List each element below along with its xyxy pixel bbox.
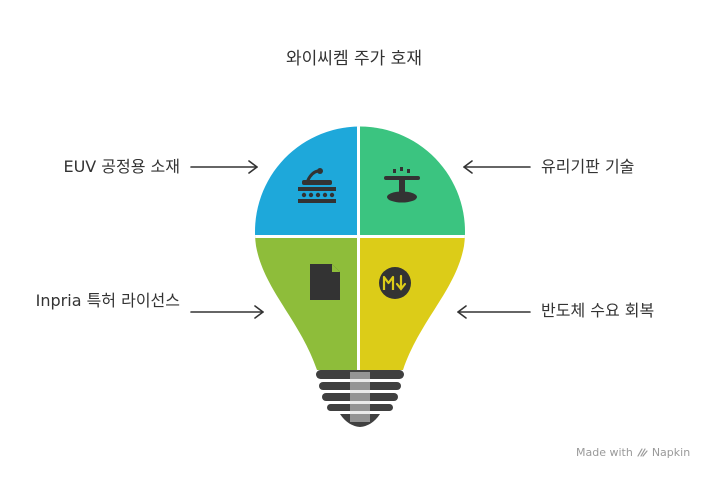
arrow-bottom-right — [458, 306, 530, 318]
arrow-top-left — [191, 161, 257, 173]
quadrant-bottom-right — [360, 236, 480, 386]
watermark[interactable]: Made with Napkin — [576, 446, 690, 459]
watermark-text: Made with — [576, 446, 633, 459]
label-semiconductor-recovery: 반도체 수요 회복 — [541, 300, 654, 322]
markdown-down-icon — [379, 267, 411, 299]
label-glass-substrate: 유리기판 기술 — [541, 156, 634, 178]
label-euv-material: EUV 공정용 소재 — [20, 156, 180, 178]
arrow-top-right — [464, 161, 530, 173]
quadrant-top-left — [240, 100, 360, 236]
watermark-brand: Napkin — [652, 446, 690, 459]
document-icon — [310, 264, 340, 300]
napkin-icon — [637, 447, 648, 458]
label-inpria-license: Inpria 특허 라이선스 — [20, 290, 180, 312]
quadrant-top-right — [360, 100, 480, 236]
arrow-bottom-left — [191, 306, 263, 318]
quadrant-bottom-left — [240, 236, 360, 386]
bulb-base — [316, 370, 404, 427]
